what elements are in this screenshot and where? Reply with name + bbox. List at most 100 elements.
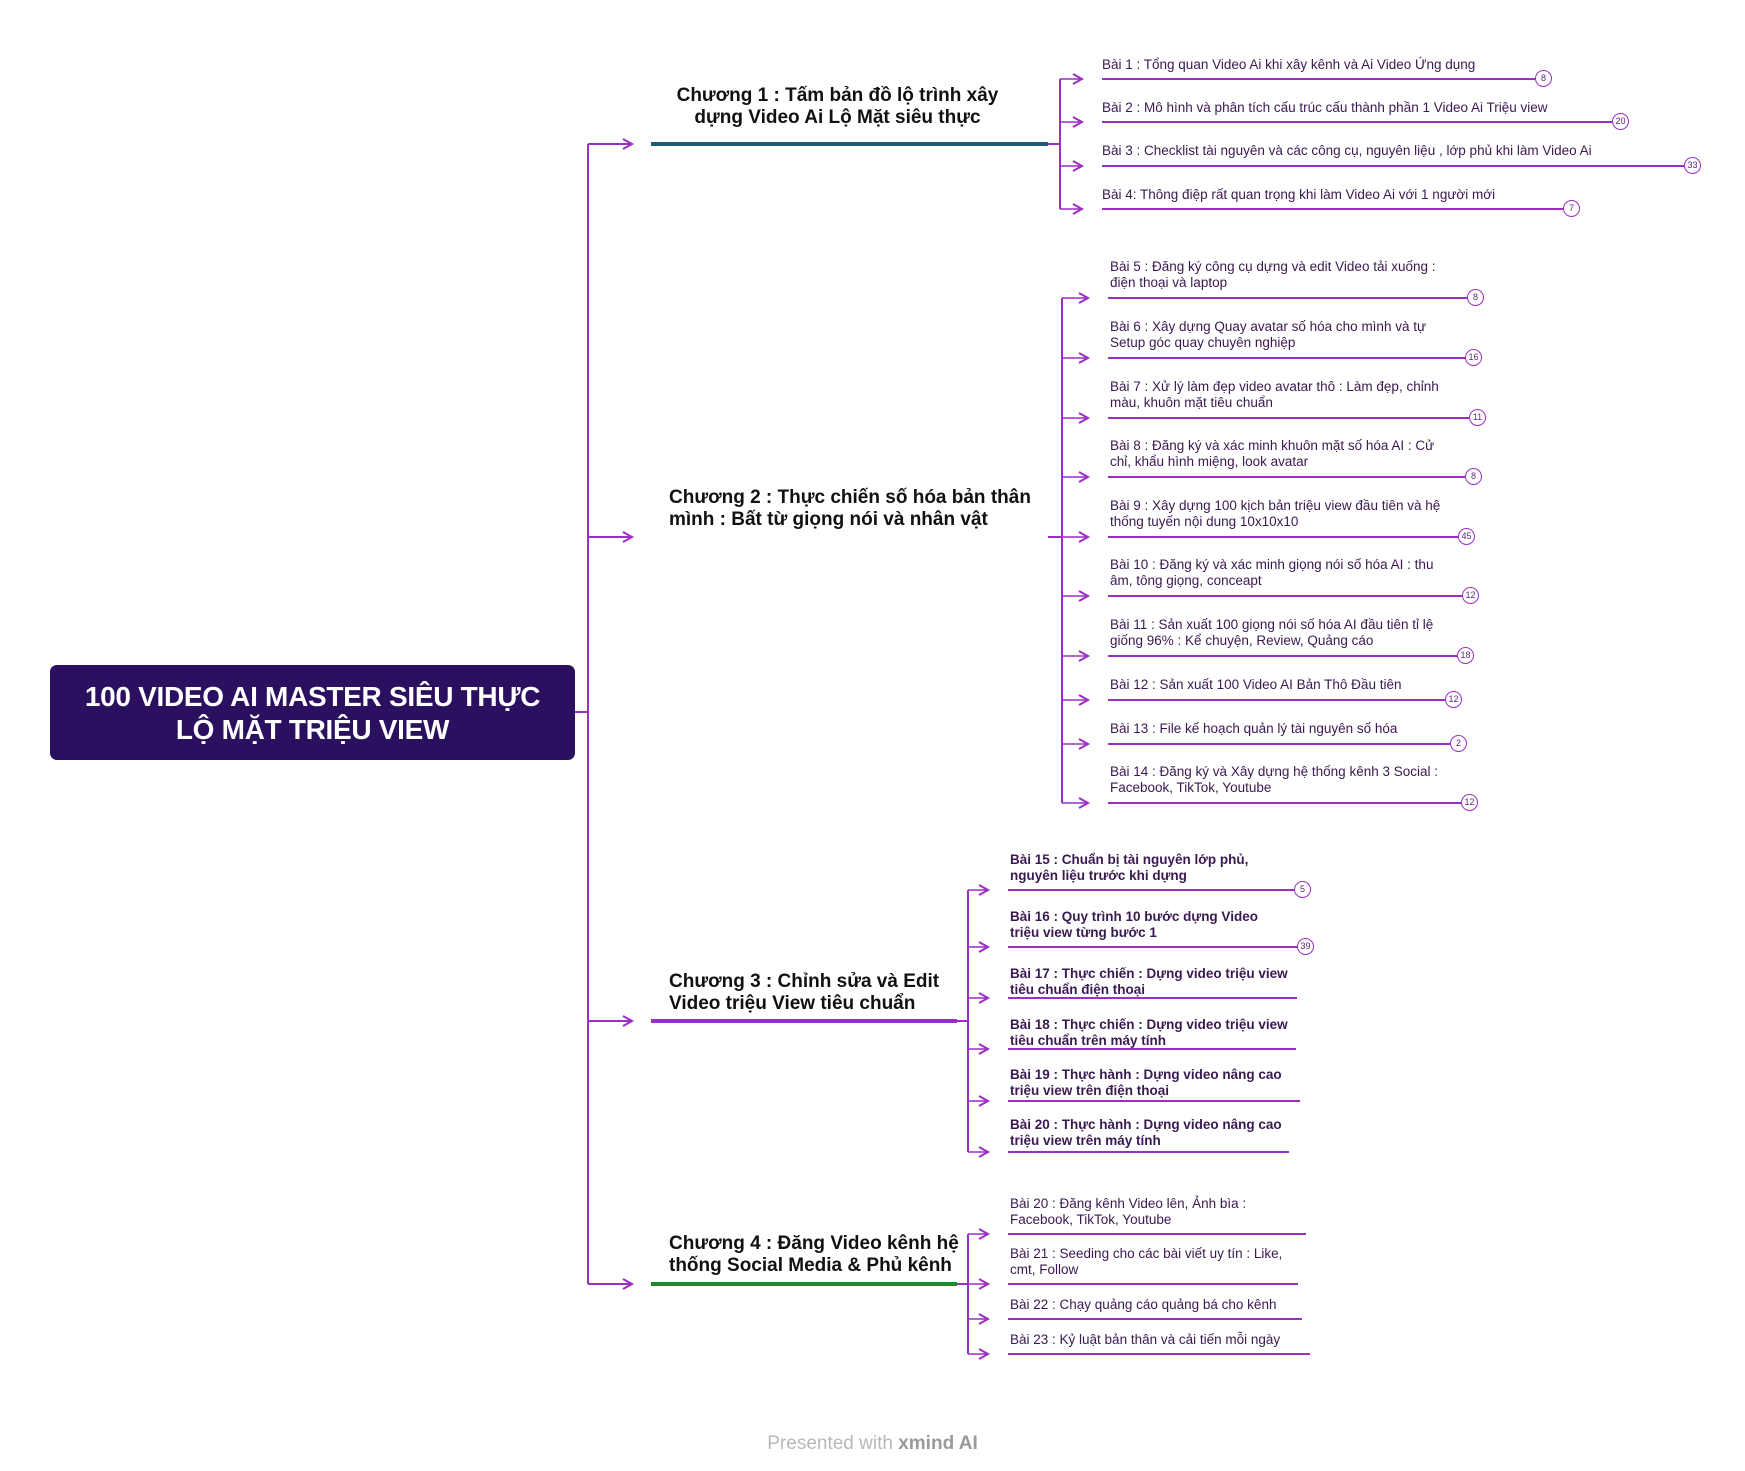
- lesson-arrow: [1078, 590, 1091, 602]
- lesson-label-line: Bài 3 : Checklist tài nguyên và các công…: [1102, 143, 1592, 158]
- lesson-item[interactable]: Bài 17 : Thực chiến : Dựng video triệu v…: [1010, 966, 1288, 998]
- lesson-item[interactable]: Bài 13 : File kế hoạch quản lý tài nguyê…: [1110, 721, 1397, 737]
- lesson-label-line: cmt, Follow: [1010, 1262, 1079, 1277]
- lesson-count-badge[interactable]: 8: [1465, 468, 1482, 485]
- lesson-label-line: Bài 16 : Quy trình 10 bước dựng Video: [1010, 909, 1258, 924]
- lesson-item[interactable]: Bài 4: Thông điệp rất quan trọng khi làm…: [1102, 187, 1495, 203]
- lesson-item[interactable]: Bài 14 : Đăng ký và Xây dựng hệ thống kê…: [1110, 764, 1438, 796]
- lesson-label-line: Bài 13 : File kế hoạch quản lý tài nguyê…: [1110, 721, 1398, 736]
- lesson-arrow: [1078, 738, 1091, 750]
- lesson-arrow: [1078, 531, 1091, 543]
- lesson-item[interactable]: Bài 9 : Xây dựng 100 kịch bản triệu view…: [1110, 498, 1440, 530]
- lesson-label-line: Facebook, TikTok, Youtube: [1010, 1212, 1172, 1227]
- lesson-item[interactable]: Bài 10 : Đăng ký và xác minh giọng nói s…: [1110, 557, 1433, 589]
- lesson-item[interactable]: Bài 12 : Sản xuất 100 Video AI Bản Thô Đ…: [1110, 677, 1401, 693]
- chapter-3-title[interactable]: Chương 3 : Chỉnh sửa và Edit Video triệu…: [669, 971, 939, 1015]
- lesson-item[interactable]: Bài 6 : Xây dựng Quay avatar số hóa cho …: [1110, 319, 1426, 351]
- chapter-2-title-line: mình : Bất từ giọng nói và nhân vật: [669, 509, 988, 530]
- lesson-item[interactable]: Bài 1 : Tổng quan Video Ai khi xây kênh …: [1102, 57, 1475, 73]
- lesson-label-line: Bài 14 : Đăng ký và Xây dựng hệ thống kê…: [1110, 764, 1438, 779]
- lesson-item[interactable]: Bài 11 : Sản xuất 100 giọng nói số hóa A…: [1110, 617, 1433, 649]
- lesson-arrow: [978, 992, 991, 1004]
- lesson-label-line: Bài 17 : Thực chiến : Dựng video triệu v…: [1010, 966, 1288, 981]
- lesson-label-line: triệu view trên điện thoại: [1010, 1083, 1170, 1098]
- lesson-count-badge[interactable]: 8: [1535, 70, 1552, 87]
- lesson-item[interactable]: Bài 8 : Đăng ký và xác minh khuôn mặt số…: [1110, 438, 1434, 470]
- chapter-3-title-line: Video triệu View tiêu chuẩn: [669, 993, 916, 1014]
- chapter-arrow: [622, 1015, 635, 1027]
- lesson-label-line: chỉ, khẩu hình miệng, look avatar: [1110, 454, 1309, 469]
- lesson-label-line: Bài 19 : Thực hành : Dựng video nâng cao: [1010, 1067, 1282, 1082]
- lesson-label-line: màu, khuôn mặt tiêu chuẩn: [1110, 395, 1273, 410]
- chapter-2-title-line: Chương 2 : Thực chiến số hóa bản thân: [669, 487, 1031, 508]
- lesson-arrow: [978, 884, 991, 896]
- lesson-count-badge[interactable]: 12: [1461, 794, 1478, 811]
- lesson-label-line: Facebook, TikTok, Youtube: [1110, 780, 1272, 795]
- lesson-arrow: [1072, 203, 1085, 215]
- lesson-count-badge[interactable]: 39: [1297, 938, 1314, 955]
- lesson-label-line: Bài 21 : Seeding cho các bài viết uy tín…: [1010, 1246, 1283, 1261]
- lesson-label-line: Bài 8 : Đăng ký và xác minh khuôn mặt số…: [1110, 438, 1435, 453]
- lesson-arrow: [1072, 160, 1085, 172]
- lesson-arrow: [1078, 412, 1091, 424]
- lesson-label-line: Bài 20 : Đăng kênh Video lên, Ảnh bìa :: [1010, 1196, 1247, 1211]
- lesson-item[interactable]: Bài 19 : Thực hành : Dựng video nâng cao…: [1010, 1067, 1282, 1099]
- lesson-count-badge[interactable]: 12: [1462, 587, 1479, 604]
- lesson-label-line: nguyên liệu trước khi dựng: [1010, 868, 1187, 883]
- lesson-item[interactable]: Bài 22 : Chạy quảng cáo quảng bá cho kên…: [1010, 1297, 1276, 1313]
- lesson-label-line: Bài 12 : Sản xuất 100 Video AI Bản Thô Đ…: [1110, 677, 1402, 692]
- central-topic-line-1: 100 VIDEO AI MASTER SIÊU THỰC: [84, 680, 541, 712]
- chapter-1-title[interactable]: Chương 1 : Tấm bản đồ lộ trình xây dựng …: [660, 85, 1015, 129]
- lesson-count-badge[interactable]: 16: [1465, 349, 1482, 366]
- lesson-item[interactable]: Bài 2 : Mô hình và phân tích cấu trúc cấ…: [1102, 100, 1548, 116]
- chapter-2-title[interactable]: Chương 2 : Thực chiến số hóa bản thân mì…: [669, 487, 1031, 531]
- chapter-4-title-line: Chương 4 : Đăng Video kênh hệ: [669, 1233, 959, 1254]
- lesson-label-line: điện thoại và laptop: [1110, 275, 1228, 290]
- chapter-arrow: [622, 1278, 635, 1290]
- lesson-count-badge[interactable]: 8: [1467, 289, 1484, 306]
- lesson-label-line: thống tuyến nội dung 10x10x10: [1110, 514, 1299, 529]
- lesson-count-badge[interactable]: 2: [1450, 735, 1467, 752]
- lesson-label-line: Bài 10 : Đăng ký và xác minh giọng nói s…: [1110, 557, 1434, 572]
- lesson-label-line: Bài 6 : Xây dựng Quay avatar số hóa cho …: [1110, 319, 1426, 334]
- lesson-item[interactable]: Bài 18 : Thực chiến : Dựng video triệu v…: [1010, 1017, 1288, 1049]
- lesson-item[interactable]: Bài 20 : Thực hành : Dựng video nâng cao…: [1010, 1117, 1282, 1149]
- lesson-count-badge[interactable]: 33: [1684, 157, 1701, 174]
- lesson-item[interactable]: Bài 21 : Seeding cho các bài viết uy tín…: [1010, 1246, 1282, 1278]
- lesson-label-line: Bài 15 : Chuẩn bị tài nguyên lớp phủ,: [1010, 852, 1249, 867]
- lesson-count-badge[interactable]: 18: [1457, 647, 1474, 664]
- lesson-count-badge[interactable]: 11: [1469, 409, 1486, 426]
- lesson-label-line: Bài 23 : Kỷ luật bản thân và cải tiến mỗ…: [1010, 1332, 1281, 1347]
- chapter-arrow: [622, 531, 635, 543]
- lesson-count-badge[interactable]: 7: [1563, 200, 1580, 217]
- lesson-label-line: giống 96% : Kể chuyện, Review, Quảng cáo: [1110, 633, 1374, 648]
- lesson-label-line: Setup góc quay chuyên nghiệp: [1110, 335, 1296, 350]
- lesson-item[interactable]: Bài 7 : Xử lý làm đẹp video avatar thô :…: [1110, 379, 1439, 411]
- lesson-item[interactable]: Bài 5 : Đăng ký công cụ dựng và edit Vid…: [1110, 259, 1436, 291]
- footer-brand: xmind AI: [898, 1433, 978, 1454]
- lesson-label-line: triệu view từng bước 1: [1010, 925, 1157, 940]
- lesson-arrow: [1078, 650, 1091, 662]
- lesson-count-badge[interactable]: 12: [1445, 691, 1462, 708]
- lesson-arrow: [978, 1095, 991, 1107]
- lesson-item[interactable]: Bài 15 : Chuẩn bị tài nguyên lớp phủ,ngu…: [1010, 852, 1248, 884]
- chapter-1-title-line: Chương 1 : Tấm bản đồ lộ trình xây: [676, 85, 999, 106]
- lesson-label-line: Bài 18 : Thực chiến : Dựng video triệu v…: [1010, 1017, 1288, 1032]
- lesson-arrow: [978, 1228, 991, 1240]
- lesson-count-badge[interactable]: 45: [1458, 528, 1475, 545]
- lesson-arrow: [978, 1313, 991, 1325]
- lesson-count-badge[interactable]: 5: [1294, 881, 1311, 898]
- lesson-item[interactable]: Bài 20 : Đăng kênh Video lên, Ảnh bìa :F…: [1010, 1196, 1246, 1228]
- lesson-label-line: Bài 5 : Đăng ký công cụ dựng và edit Vid…: [1110, 259, 1436, 274]
- lesson-arrow: [1078, 471, 1091, 483]
- lesson-item[interactable]: Bài 23 : Kỷ luật bản thân và cải tiến mỗ…: [1010, 1332, 1280, 1348]
- lesson-item[interactable]: Bài 3 : Checklist tài nguyên và các công…: [1102, 143, 1592, 159]
- chapter-4-title[interactable]: Chương 4 : Đăng Video kênh hệ thống Soci…: [669, 1233, 959, 1277]
- central-topic[interactable]: 100 VIDEO AI MASTER SIÊU THỰC LỘ MẶT TRI…: [50, 665, 575, 760]
- lesson-label-line: âm, tông giọng, conceapt: [1110, 573, 1262, 588]
- central-topic-line-2: LỘ MẶT TRIỆU VIEW: [175, 713, 450, 745]
- lesson-count-badge[interactable]: 20: [1612, 113, 1629, 130]
